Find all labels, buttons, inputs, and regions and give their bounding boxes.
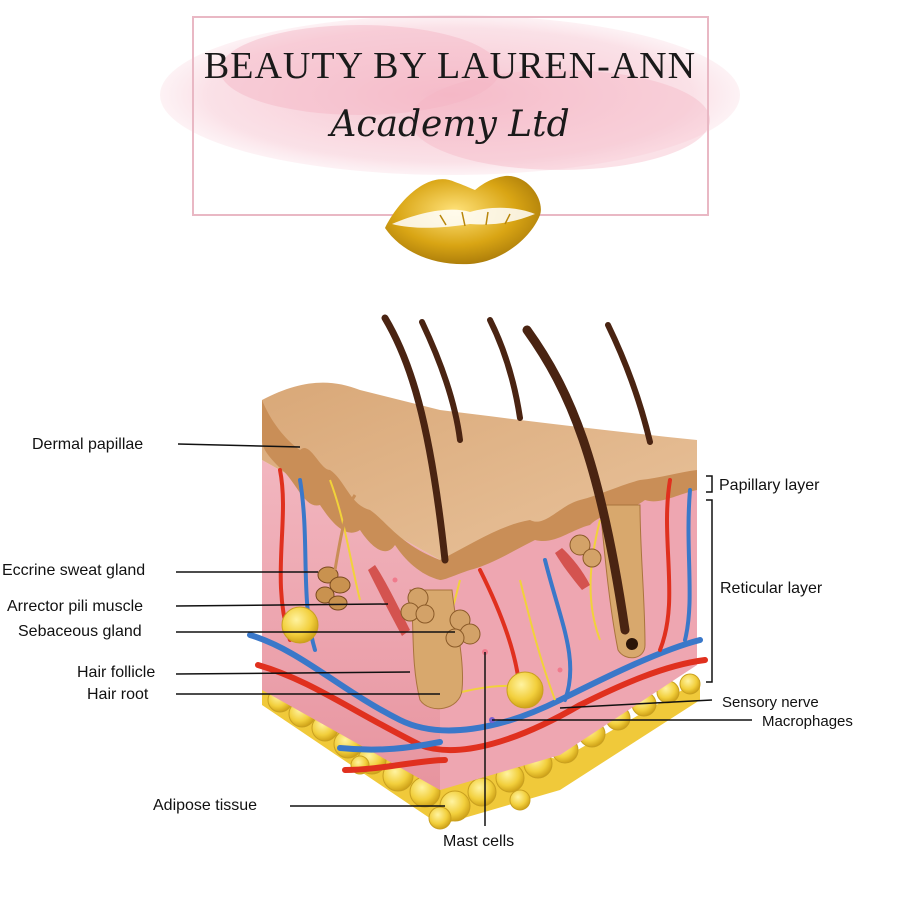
gold-lips-icon [385,175,541,265]
epidermis-front [262,400,440,580]
label-arrector-pili-muscle: Arrector pili muscle [7,598,144,615]
leader-lines [175,443,752,826]
hair-strands [381,314,653,635]
label-hair-follicle: Hair follicle [77,664,156,681]
label-hair-root: Hair root [87,686,149,703]
label-sensory-nerve: Sensory nerve [722,694,819,711]
skin-cross-section [247,314,708,830]
brand-subtitle: Academy Ltd [330,104,570,145]
eccrine-sweat-gland [315,494,357,611]
brand-title: BEAUTY BY LAUREN-ANN [203,45,697,87]
label-reticular-layer: Reticular layer [720,580,823,597]
logo [160,15,740,265]
label-macrophages: Macrophages [762,713,853,730]
label-mast-cells: Mast cells [443,833,515,850]
label-adipose-tissue: Adipose tissue [153,797,258,814]
hair-bulb [626,638,638,650]
label-papillary-layer: Papillary layer [719,477,820,494]
label-sebaceous-gland: Sebaceous gland [18,623,142,640]
label-dermal-papillae: Dermal papillae [32,436,144,453]
pink-watercolor-wash [160,15,740,175]
sebaceous-gland [400,534,602,648]
arrector-pili-muscle [368,565,410,636]
label-eccrine-sweat-gland: Eccrine sweat gland [2,562,146,579]
